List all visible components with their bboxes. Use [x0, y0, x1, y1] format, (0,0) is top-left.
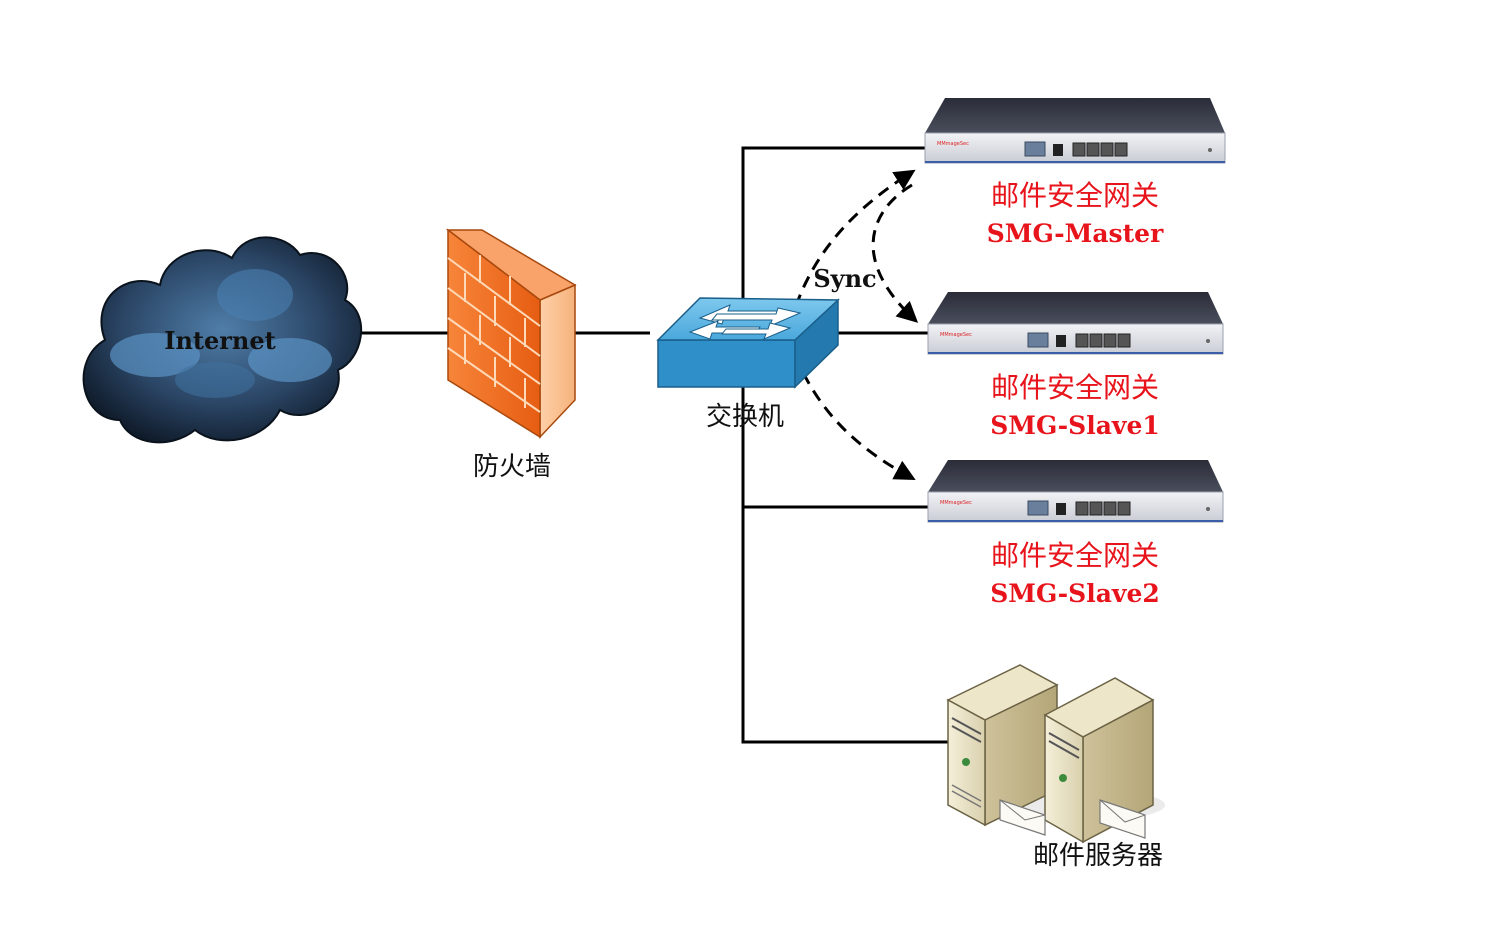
- gateway-brand: MMmageSec: [940, 332, 972, 338]
- gateway-master: MMmageSec: [924, 98, 1226, 164]
- cloud-icon: [82, 236, 363, 444]
- sync-label: Sync: [813, 264, 876, 293]
- server-icon: [946, 664, 1165, 844]
- gateway-slave2: MMmageSec: [927, 460, 1224, 523]
- rack-appliance-icon: [924, 98, 1226, 164]
- rack-appliance-icon: [927, 460, 1224, 523]
- link-bus-servers: [741, 385, 948, 744]
- switch-icon: [656, 297, 840, 389]
- gateway-slave1: MMmageSec: [927, 292, 1224, 355]
- internet-node: Internet: [82, 236, 363, 444]
- sync-arrow-to-slave2: [793, 354, 916, 480]
- connection-lines: [355, 146, 948, 744]
- gateway-master-title: 邮件安全网关: [991, 179, 1159, 212]
- firewall-label: 防火墙: [473, 452, 551, 482]
- gateway-slave1-name: SMG-Slave1: [990, 411, 1160, 440]
- firewall-icon: [445, 228, 577, 439]
- rack-appliance-icon: [927, 292, 1224, 355]
- switch-node: 交换机 Sync: [656, 264, 877, 432]
- switch-label: 交换机: [706, 402, 784, 432]
- gateway-slave2-name: SMG-Slave2: [990, 579, 1160, 608]
- mail-server-label: 邮件服务器: [1033, 841, 1163, 871]
- mail-server-node: 邮件服务器: [946, 664, 1165, 871]
- link-bus-master: [741, 146, 925, 310]
- gateway-master-name: SMG-Master: [987, 219, 1164, 248]
- sync-arrow-master-to-slave1: [871, 183, 919, 323]
- gateway-brand: MMmageSec: [940, 500, 972, 506]
- gateway-brand: MMmageSec: [937, 141, 969, 147]
- firewall-node: 防火墙: [445, 228, 577, 482]
- internet-label: Internet: [164, 326, 275, 355]
- gateway-slave2-title: 邮件安全网关: [991, 539, 1159, 572]
- gateway-slave1-title: 邮件安全网关: [991, 371, 1159, 404]
